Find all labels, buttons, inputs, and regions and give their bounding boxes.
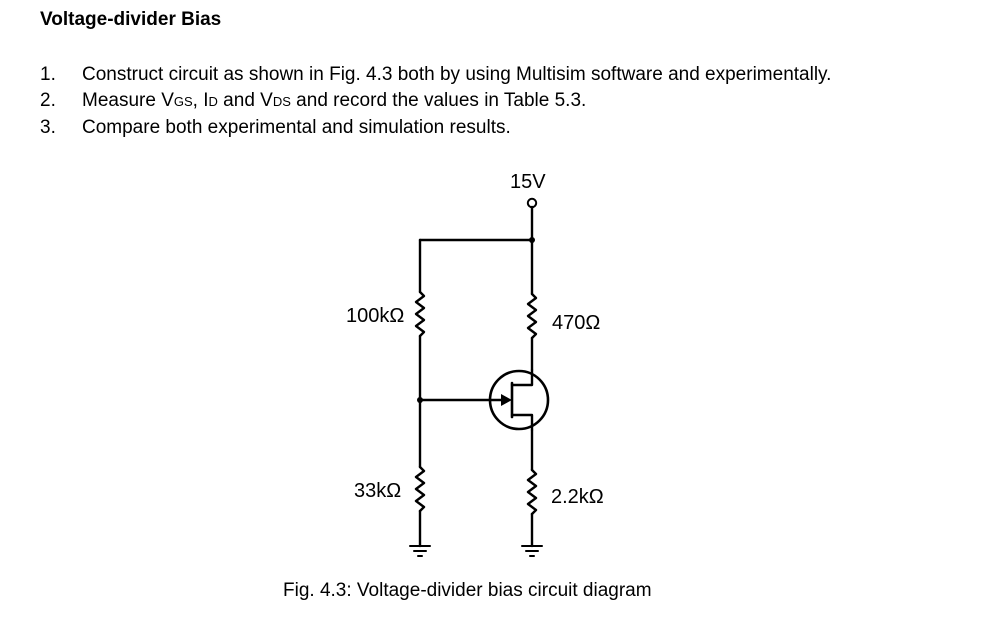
rs-label: 2.2kΩ xyxy=(551,486,604,508)
instruction-list: 1. Construct circuit as shown in Fig. 4.3… xyxy=(40,62,831,141)
subscript: D xyxy=(208,94,218,109)
step-text: Compare both experimental and simulation… xyxy=(82,117,511,138)
text-part: and record the values in Table 5.3. xyxy=(290,90,587,111)
supply-label: 15V xyxy=(510,171,546,193)
subscript: DS xyxy=(272,94,291,109)
r2-resistor xyxy=(414,465,426,513)
text-part: Measure V xyxy=(82,90,174,111)
step-number: 2. xyxy=(40,90,56,111)
r1-label: 100kΩ xyxy=(346,305,404,327)
step-text: Measure VGS, ID and VDS and record the v… xyxy=(82,90,586,111)
rd-resistor xyxy=(526,292,538,340)
step-number: 1. xyxy=(40,64,56,85)
figure-caption: Fig. 4.3: Voltage-divider bias circuit d… xyxy=(283,580,652,601)
gate-arrow xyxy=(501,394,512,406)
list-item: 1. Construct circuit as shown in Fig. 4.3… xyxy=(40,62,831,88)
jfet-symbol xyxy=(488,368,550,432)
list-item: 2. Measure VGS, ID and VDS and record the… xyxy=(40,88,831,115)
section-title: Voltage-divider Bias xyxy=(40,9,222,30)
r2-label: 33kΩ xyxy=(354,480,401,502)
rs-resistor xyxy=(526,468,538,516)
r1-resistor xyxy=(414,290,426,338)
supply-terminal xyxy=(526,197,538,242)
step-number: 3. xyxy=(40,117,56,138)
step-text: Construct circuit as shown in Fig. 4.3 b… xyxy=(82,64,832,85)
text-part: , I xyxy=(192,90,209,111)
subscript: GS xyxy=(173,94,193,109)
ground-icon xyxy=(521,545,543,557)
text-part: and V xyxy=(217,90,273,111)
ground-icon xyxy=(409,545,431,557)
rd-label: 470Ω xyxy=(552,312,600,334)
list-item: 3. Compare both experimental and simulati… xyxy=(40,115,831,141)
